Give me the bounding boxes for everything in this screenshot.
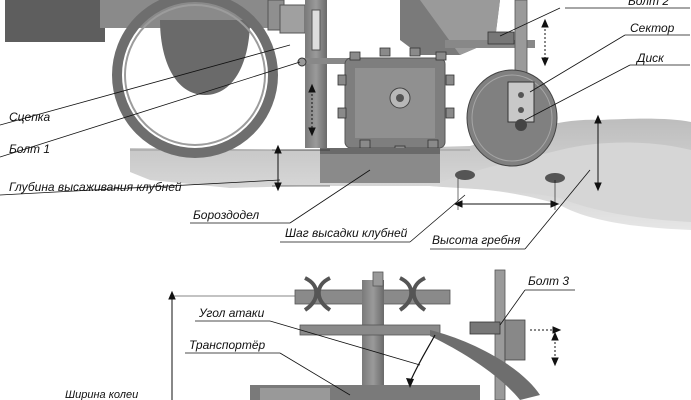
label-hitch: Сцепка (9, 110, 51, 124)
tuber-pit-1 (455, 170, 475, 180)
bolt-3-arrows (530, 326, 562, 367)
tuber-pit-2 (545, 173, 565, 183)
ridge-shape (430, 142, 691, 222)
label-sector: Сектор (630, 21, 675, 35)
plan-bolt-3 (469, 321, 501, 335)
disk-hub (515, 119, 527, 131)
attack-angle-arrow (406, 378, 414, 388)
plan-disk (430, 330, 540, 400)
label-bolt-3: Болт 3 (528, 274, 569, 288)
post-slot (311, 9, 321, 51)
leader-lines-top (0, 7, 690, 250)
plan-cross (299, 324, 441, 336)
main-post (305, 0, 327, 148)
plan-base-inner (260, 388, 330, 400)
drive-wheel-inner (124, 4, 266, 146)
track-width-dimension (168, 290, 300, 400)
drum-axle (396, 94, 404, 102)
label-disk: Диск (637, 51, 664, 65)
adjust-arrow-post (308, 83, 316, 137)
plan-bracket (504, 319, 526, 361)
drive-wheel-hub (160, 20, 250, 95)
sector-bolt-2 (518, 107, 524, 113)
label-bolt-2: Болт 2 (628, 0, 669, 8)
bolt-1-head (297, 57, 307, 67)
sector-plate (507, 81, 535, 123)
spacing-dimension (453, 178, 560, 210)
label-depth: Глубина высаживания клубней (9, 180, 182, 194)
attack-angle-arc (409, 334, 436, 383)
label-furrower: Бороздодел (193, 208, 260, 222)
label-transporter: Транспортёр (189, 338, 266, 352)
disk-rim (471, 74, 553, 162)
label-bolt-1: Болт 1 (9, 142, 50, 156)
drive-wheel (112, 0, 278, 158)
hitch-plate (279, 4, 306, 34)
plan-post (362, 280, 384, 400)
adjust-arrow-rear (541, 18, 549, 67)
ridge-height-dimension (594, 114, 602, 192)
bolt-2-block (487, 31, 515, 45)
leader-lines-plan (185, 289, 575, 396)
label-spacing: Шаг высадки клубней (285, 226, 408, 240)
frame-block (5, 0, 105, 42)
label-attack-angle: Угол атаки (199, 306, 265, 320)
plan-post-top (372, 271, 384, 287)
plan-spoons (303, 276, 427, 312)
label-ridge-height: Высота гребня (432, 233, 521, 247)
sector-bolt (518, 92, 524, 98)
label-track-width: Ширина колеи (65, 389, 139, 400)
cross-rod (300, 58, 380, 64)
furrower-side (320, 148, 440, 154)
